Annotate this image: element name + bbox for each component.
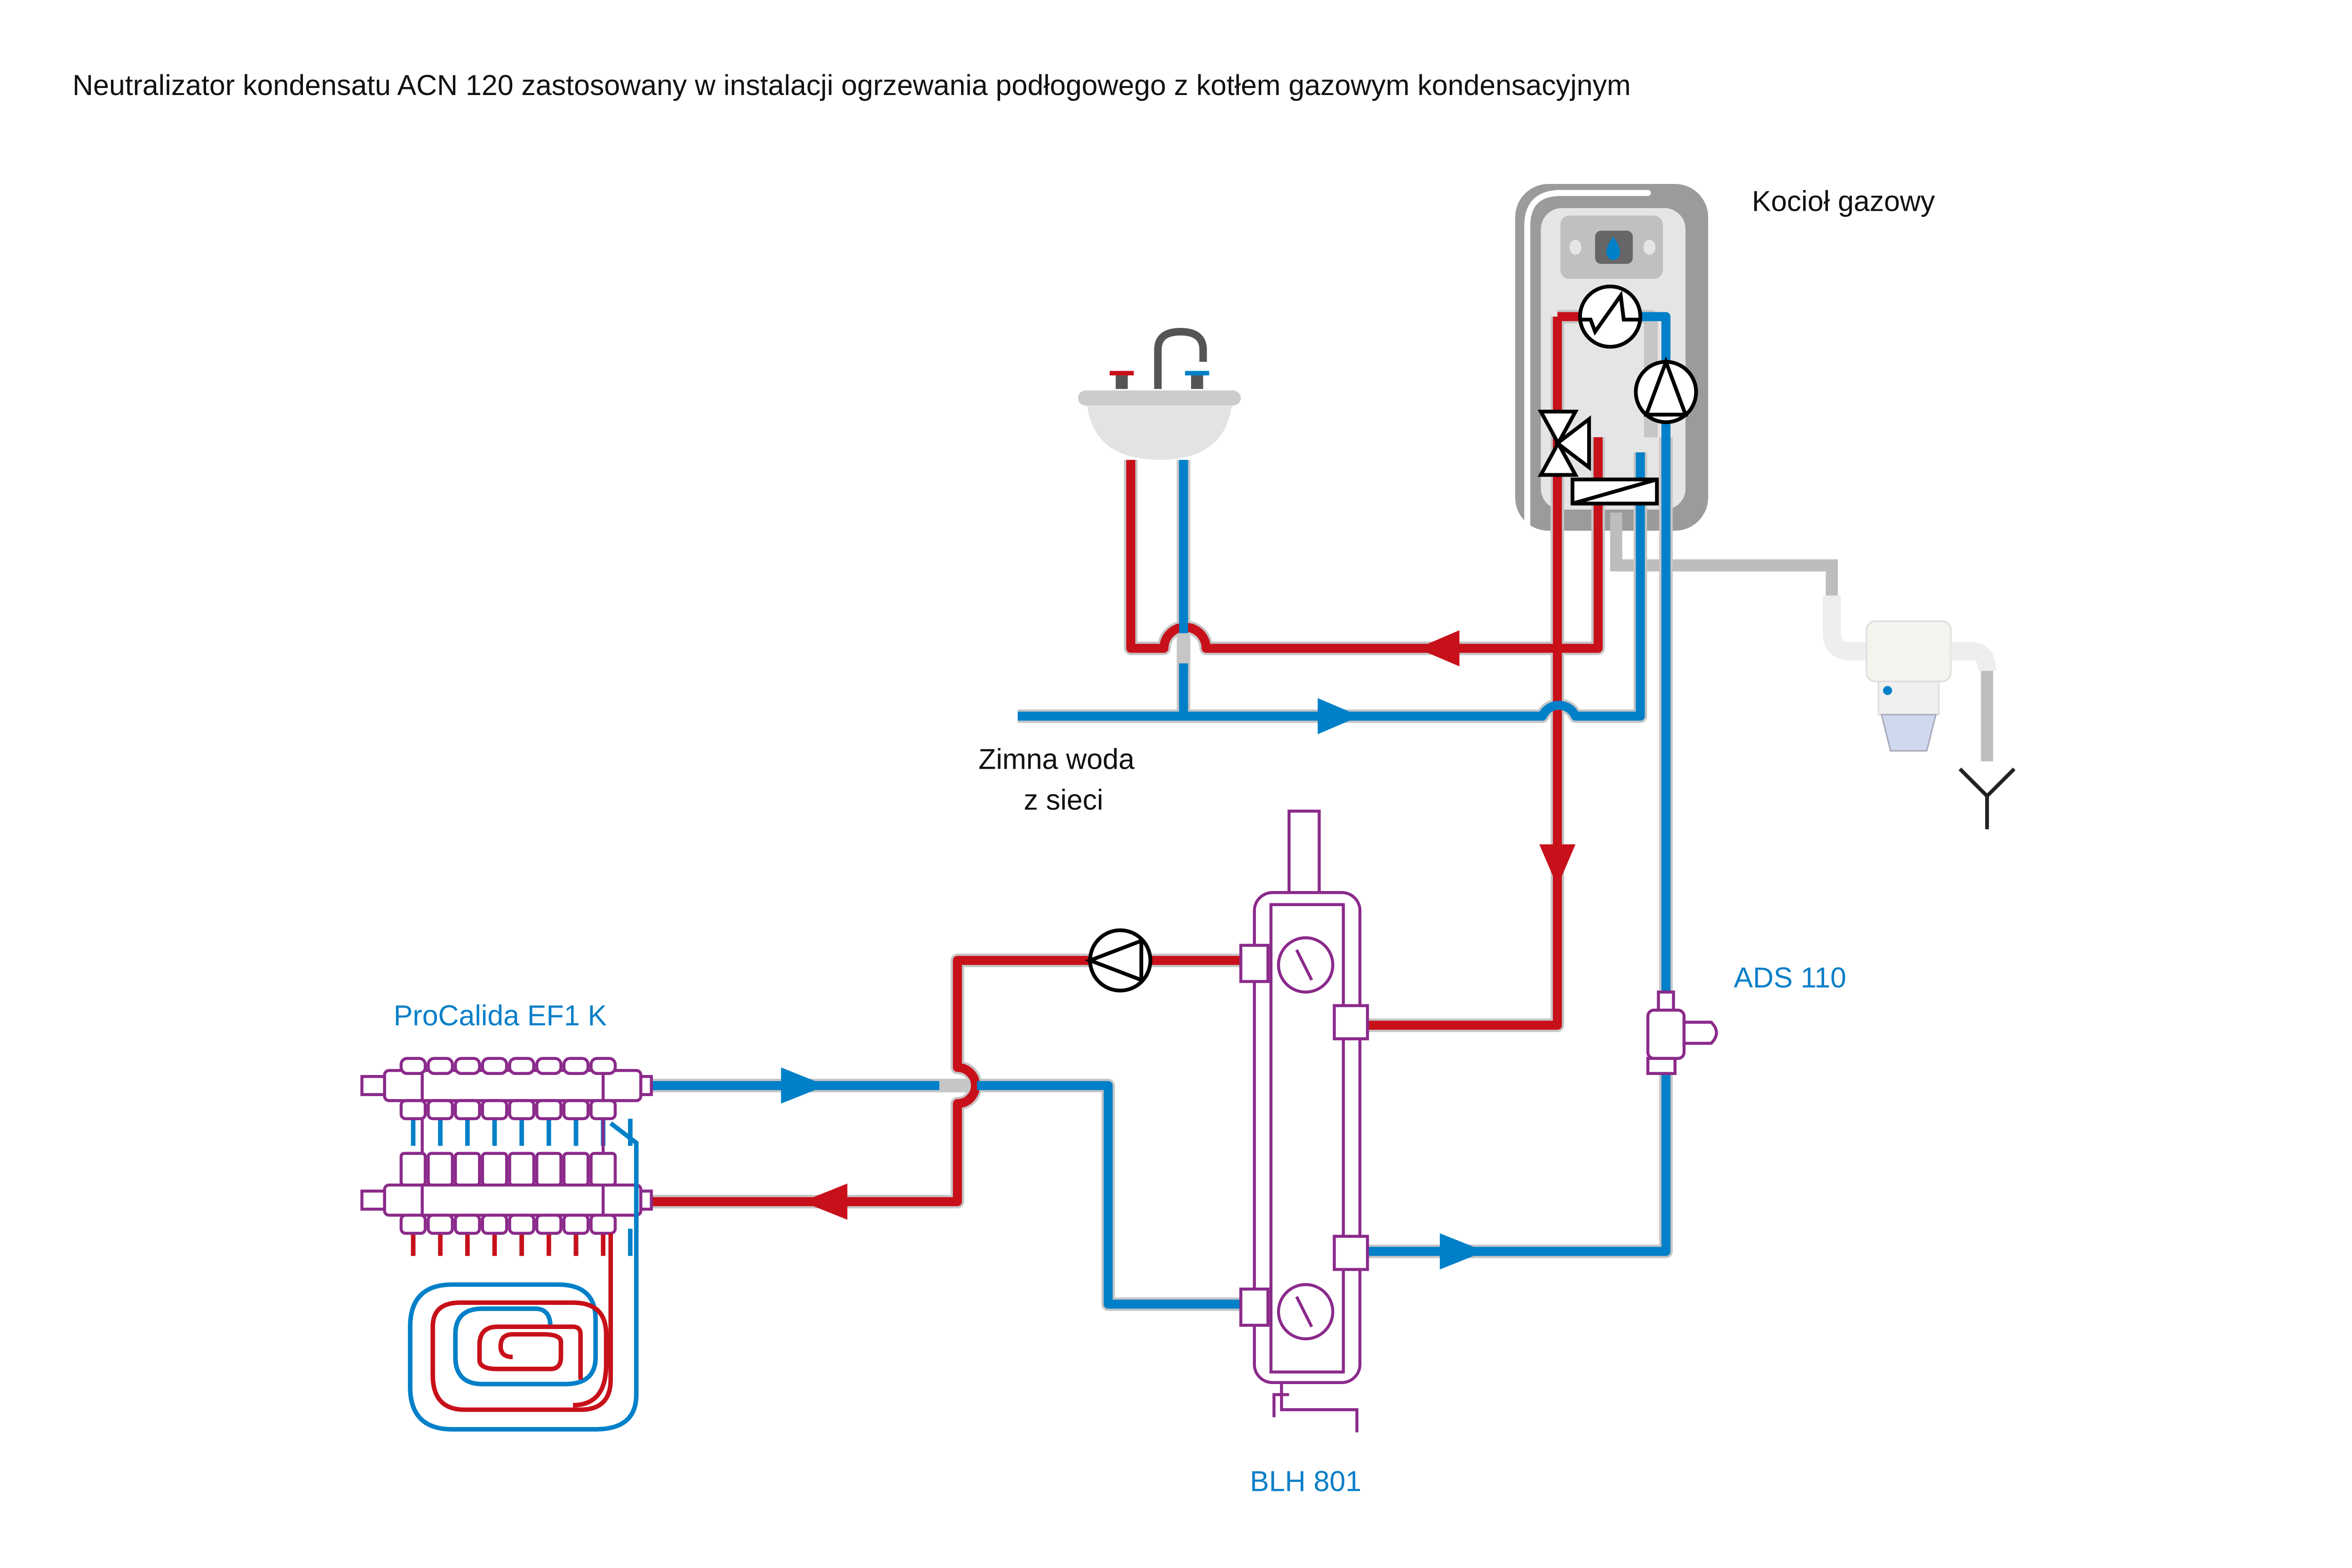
floor-heating-loop <box>408 1121 639 1432</box>
manifold-procalida <box>360 1057 653 1256</box>
pump-icon <box>1085 928 1152 993</box>
flow-arrows <box>781 630 1576 1270</box>
flame-icon <box>1606 237 1620 260</box>
arrow-right-icon <box>1439 1233 1485 1270</box>
pump-icon <box>1634 356 1698 424</box>
three-way-valve-icon <box>1537 409 1591 477</box>
cold-water-label-line2: z sieci <box>1024 784 1103 816</box>
neutralizer-acn120 <box>1822 595 1996 752</box>
cold-water-label-line1: Zimna woda <box>978 743 1135 775</box>
arrow-down-icon <box>1539 844 1576 887</box>
arrow-right-icon <box>781 1067 826 1104</box>
hydraulic-separator-blh801 <box>1239 809 1369 1433</box>
heat-exchanger-icon <box>1578 284 1643 349</box>
pressure-gauge-icon <box>1277 936 1335 994</box>
air-separator-ads110 <box>1646 990 1718 1075</box>
arrow-right-icon <box>1318 698 1360 734</box>
arrow-left-icon <box>1417 630 1460 667</box>
arrow-left-icon <box>802 1183 848 1220</box>
pipes <box>648 310 1673 1311</box>
boiler-label: Kocioł gazowy <box>1752 185 1935 217</box>
sink-icon <box>1078 328 1241 460</box>
ads-label: ADS 110 <box>1734 962 1846 994</box>
diagram-title: Neutralizator kondensatu ACN 120 zastoso… <box>72 69 1631 101</box>
blh-label: BLH 801 <box>1250 1465 1361 1497</box>
pressure-gauge-icon <box>1277 1283 1335 1341</box>
drain-icon <box>1958 767 2016 829</box>
plate-heat-exchanger-icon <box>1570 478 1659 506</box>
manifold-label: ProCalida EF1 K <box>394 999 607 1031</box>
